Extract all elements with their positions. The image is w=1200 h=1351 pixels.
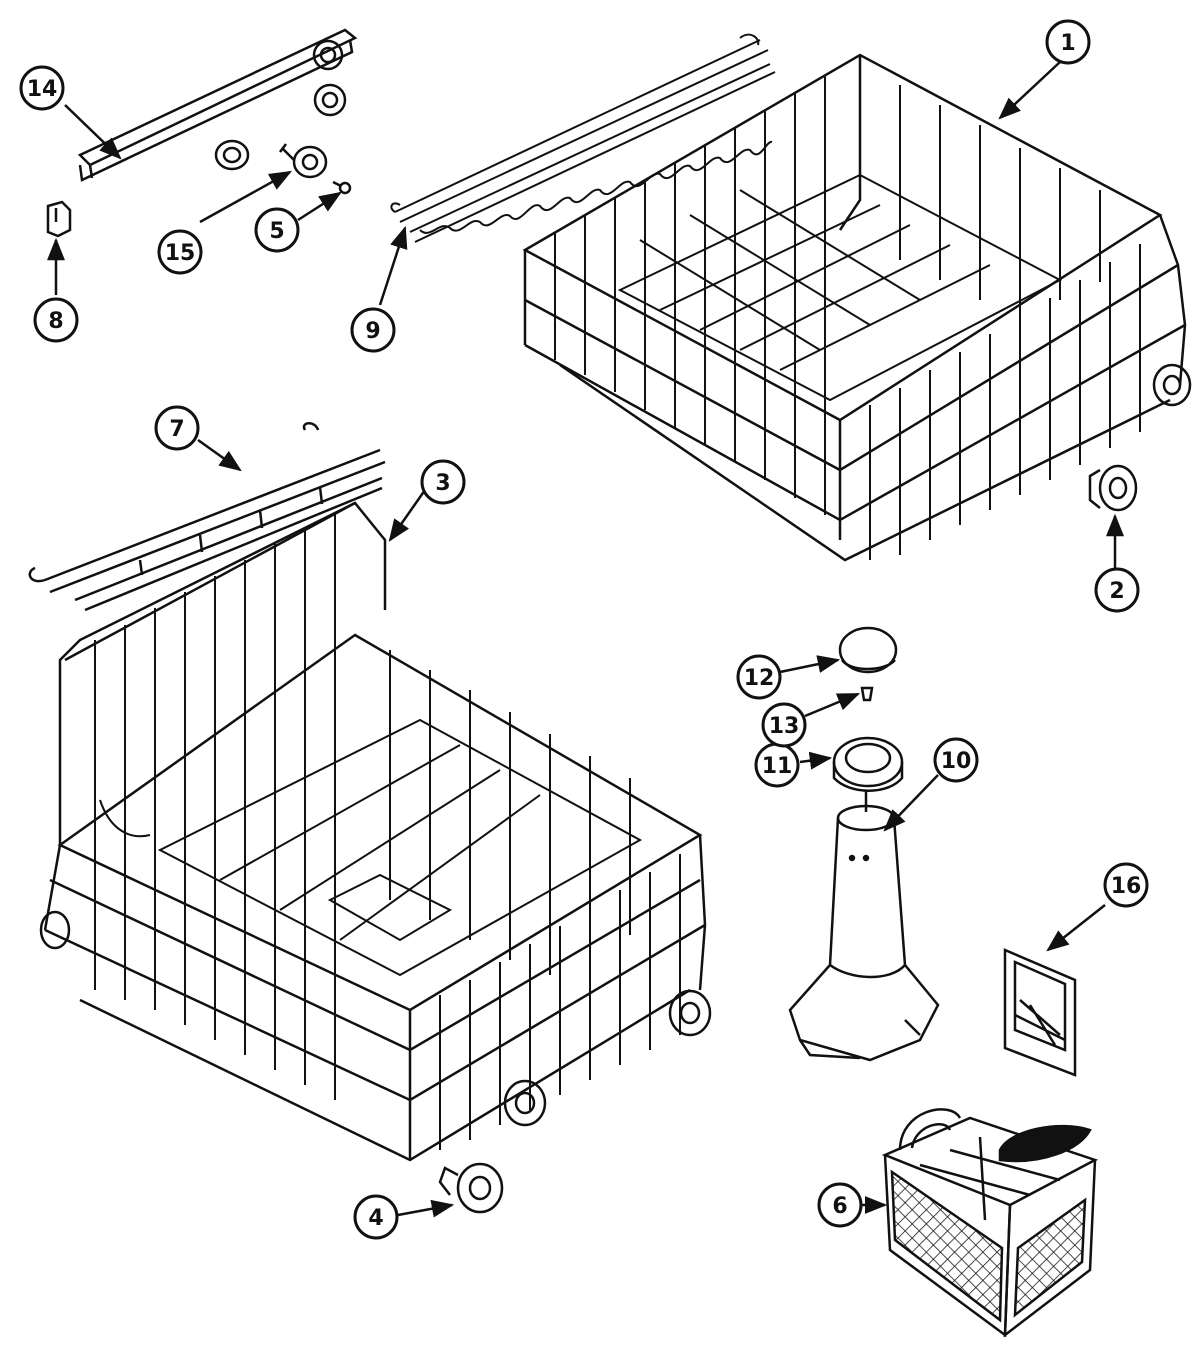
- callout-10-number: 10: [941, 749, 972, 774]
- part-5-screw: [332, 180, 352, 195]
- callout-12: 12: [736, 654, 782, 700]
- callout-13-number: 13: [769, 714, 800, 739]
- leader-12: [779, 655, 841, 674]
- callout-2-number: 2: [1109, 579, 1124, 604]
- callout-2: 2: [1094, 567, 1140, 613]
- leader-4: [397, 1199, 455, 1218]
- part-3-lower-rack: [39, 501, 712, 1162]
- leader-11: [799, 751, 833, 770]
- leader-10: [883, 774, 939, 832]
- callout-4: 4: [353, 1194, 399, 1240]
- part-12-cap: [838, 626, 898, 674]
- part-10-spray-tower: [788, 790, 940, 1062]
- part-15-roller: [279, 143, 328, 179]
- part-4-wheel: [438, 1162, 504, 1214]
- part-14-rack-rail: [77, 28, 358, 182]
- callout-15: 15: [157, 229, 203, 275]
- leader-lines: [47, 61, 1124, 1218]
- callout-10: 10: [933, 737, 979, 783]
- leader-14: [64, 104, 122, 160]
- leader-13: [804, 692, 861, 718]
- callout-11-number: 11: [762, 754, 793, 779]
- leader-5: [297, 191, 342, 222]
- callout-13: 13: [761, 702, 807, 748]
- callout-16-number: 16: [1111, 874, 1142, 899]
- leader-7: [197, 438, 242, 472]
- callout-8-number: 8: [48, 309, 63, 334]
- part-16-divider: [1003, 948, 1077, 1077]
- callout-9-number: 9: [365, 319, 380, 344]
- part-1-upper-rack: [522, 53, 1192, 562]
- part-13-screw: [860, 686, 874, 702]
- callout-12-number: 12: [744, 666, 775, 691]
- leader-1: [998, 61, 1061, 120]
- callout-5: 5: [254, 207, 300, 253]
- callout-4-number: 4: [368, 1206, 383, 1231]
- part-11-nut: [832, 736, 904, 792]
- callout-11: 11: [754, 742, 800, 788]
- callout-1: 1: [1045, 19, 1091, 65]
- callout-9: 9: [350, 307, 396, 353]
- part-9-tine-row: [390, 33, 776, 243]
- callout-6-number: 6: [832, 1194, 847, 1219]
- leader-9: [378, 225, 408, 306]
- leader-3: [388, 489, 427, 542]
- callout-5-number: 5: [269, 219, 284, 244]
- callout-3: 3: [420, 459, 466, 505]
- callout-3-number: 3: [435, 471, 450, 496]
- callout-7-number: 7: [169, 417, 184, 442]
- part-6-silverware-basket: [881, 1108, 1099, 1338]
- leader-16: [1046, 904, 1106, 952]
- callout-14: 14: [19, 65, 65, 111]
- part-2-wheel: [1088, 464, 1138, 512]
- part-7-fold-down-shelf: [28, 422, 386, 612]
- callout-15-number: 15: [165, 241, 196, 266]
- callout-6: 6: [817, 1182, 863, 1228]
- part-8-end-cap: [46, 200, 72, 238]
- callout-14-number: 14: [27, 77, 58, 102]
- callout-7: 7: [154, 405, 200, 451]
- callout-16: 16: [1103, 862, 1149, 908]
- leader-15: [199, 170, 292, 224]
- callout-1-number: 1: [1060, 31, 1075, 56]
- callout-8: 8: [33, 297, 79, 343]
